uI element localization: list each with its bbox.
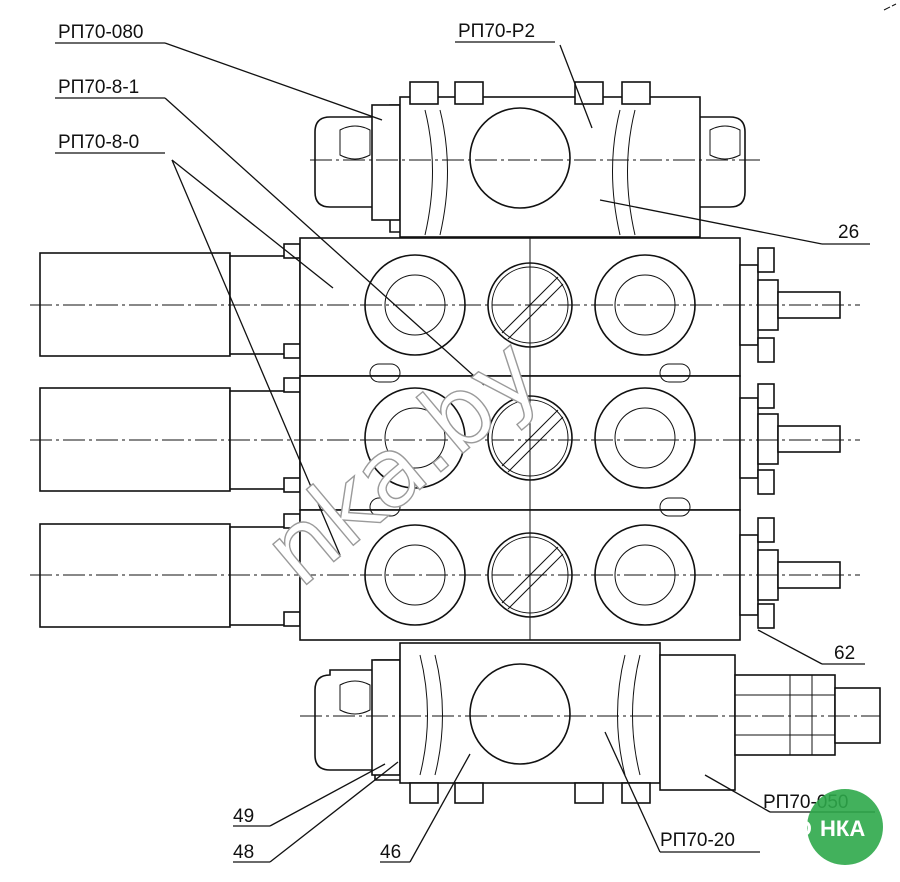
label-49: 49 xyxy=(233,806,254,827)
label-62: 62 xyxy=(834,643,855,664)
logo-text-right: НКА xyxy=(820,816,865,841)
agronka-logo: АГРО НКА xyxy=(752,789,883,865)
logo-text-left: АГРО xyxy=(752,816,812,841)
label-rp70-20: РП70-20 xyxy=(660,830,735,851)
corner-mark xyxy=(883,3,897,11)
label-rp70-8-1: РП70-8-1 xyxy=(58,77,139,98)
label-46: 46 xyxy=(380,842,401,863)
label-rp70-080: РП70-080 xyxy=(58,22,144,43)
label-rp70-r2: РП70-Р2 xyxy=(458,21,535,42)
part-labels: РП70-080 РП70-8-1 РП70-8-0 РП70-Р2 26 62… xyxy=(58,21,859,863)
top-cover xyxy=(310,81,760,238)
label-48: 48 xyxy=(233,842,254,863)
bottom-cover xyxy=(300,642,881,804)
section-2 xyxy=(30,375,860,511)
label-26: 26 xyxy=(838,222,859,243)
section-joints xyxy=(369,238,691,640)
label-rp70-8-0: РП70-8-0 xyxy=(58,132,139,153)
section-1 xyxy=(30,237,860,377)
logo-circle xyxy=(807,789,883,865)
section-3 xyxy=(30,509,860,641)
